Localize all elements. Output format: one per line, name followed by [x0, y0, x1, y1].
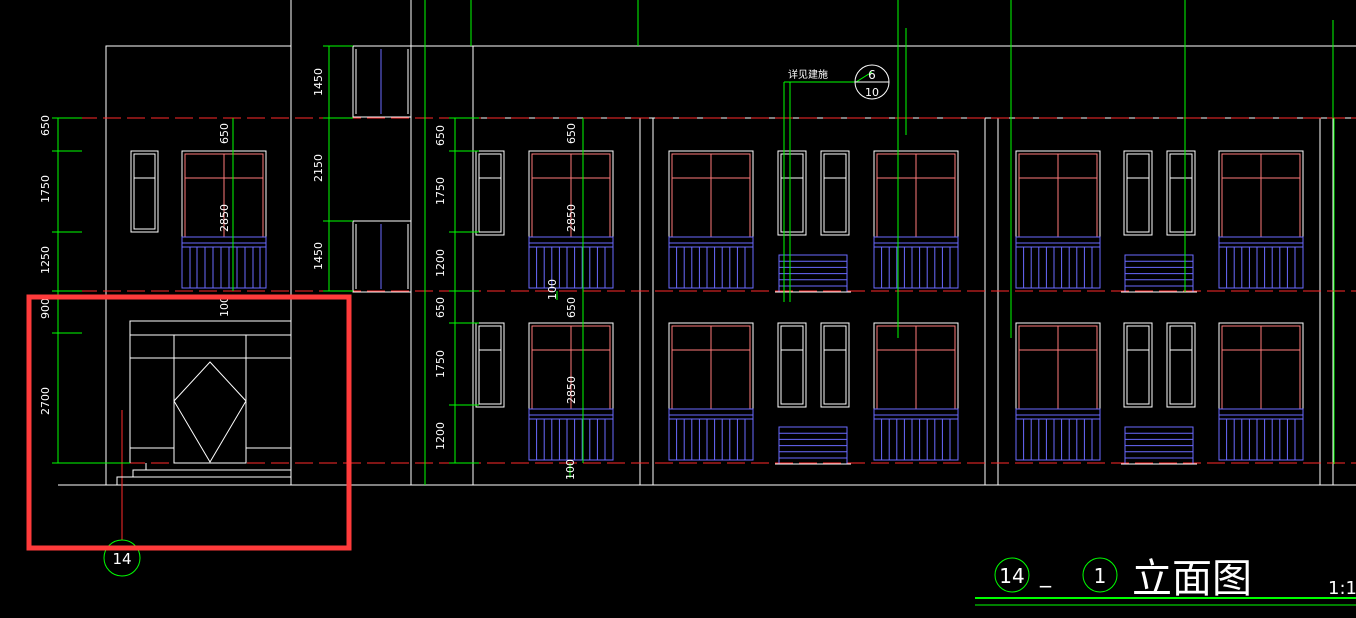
detail-ref-bottom: 10	[865, 86, 879, 99]
dim-mid-5: 1200	[434, 422, 447, 450]
title-axis-start: 14	[999, 564, 1024, 588]
window-e-0-railing	[1218, 236, 1304, 289]
dim-left-0: 650	[39, 115, 52, 136]
dim-mid-0: 650	[434, 125, 447, 146]
window-b-1-railing	[668, 408, 754, 461]
entrance-door	[116, 320, 292, 485]
detail-note: 详见建施	[788, 68, 828, 81]
dimension-texts: 650 1750 1250 900 2700 1450 2150 1450 65…	[39, 68, 578, 480]
window-d-1-railing	[1015, 408, 1101, 461]
floor-axis-lines	[55, 117, 1356, 464]
title-block: 14 _ 1 立面图 1:1	[975, 556, 1356, 606]
dim-open-mid-1: 2850	[565, 204, 578, 232]
dim-open-low-0: 650	[565, 297, 578, 318]
narrow-window-d-0-frame	[1123, 150, 1153, 236]
dim-open-up-0: 650	[218, 123, 231, 144]
narrow-window-a-1-frame	[475, 322, 505, 408]
window-e-1-railing-top	[1218, 414, 1304, 420]
window-e-0-railing-top	[1218, 242, 1304, 248]
dim-left-1: 1750	[39, 175, 52, 203]
narrow-window-e-0-sash	[1169, 153, 1193, 233]
dim-mid-3: 650	[434, 297, 447, 318]
dim-stair-2: 1450	[312, 242, 325, 270]
window-e-1-railing	[1218, 408, 1304, 461]
dim-left-3: 900	[39, 298, 52, 319]
narrow-window-b-0-sash	[780, 153, 804, 233]
narrow-window-b-1-sash	[780, 325, 804, 405]
dim-open-up-1: 2850	[218, 204, 231, 232]
detail-reference: 详见建施 6 10	[788, 64, 890, 100]
title-scale: 1:1	[1328, 578, 1356, 599]
dim-mid-2: 1200	[434, 249, 447, 277]
window-b-0-railing	[668, 236, 754, 289]
title-dash: _	[1039, 563, 1052, 588]
left-wing-windows	[130, 150, 267, 238]
title-axis-end: 1	[1094, 564, 1107, 588]
narrow-window-b-0-frame	[777, 150, 807, 236]
left-wing-balcony-railing	[181, 236, 267, 289]
dim-stair-0: 1450	[312, 68, 325, 96]
window-c-1-railing-top	[873, 414, 959, 420]
narrow-window-d-0-sash	[1126, 153, 1150, 233]
window-a-0-railing	[528, 236, 614, 289]
narrow-window-e-1-sash	[1169, 325, 1193, 405]
narrow-window-e-0-frame	[1166, 150, 1196, 236]
title-text: 立面图	[1132, 556, 1252, 602]
dim-left-2: 1250	[39, 246, 52, 274]
window-a-0-railing-top	[528, 242, 614, 248]
narrow-window-a-0-sash	[478, 153, 502, 233]
dim-sill-0: 100	[218, 296, 231, 317]
narrow-window-c-0-sash	[823, 153, 847, 233]
dim-open-low-1: 2850	[565, 376, 578, 404]
dim-stair-1: 2150	[312, 154, 325, 182]
narrow-window-c-1-frame	[820, 322, 850, 408]
narrow-window-a-1-sash	[478, 325, 502, 405]
window-d-0-railing-top	[1015, 242, 1101, 248]
axis-bubble-label: 14	[112, 550, 131, 568]
stair-tower-windows	[352, 45, 412, 293]
window-d-0-railing	[1015, 236, 1101, 289]
dim-sill-1: 100	[546, 279, 559, 300]
dim-open-mid-0: 650	[565, 123, 578, 144]
highlight-box	[26, 294, 352, 551]
window-d-1-railing-top	[1015, 414, 1101, 420]
narrow-window-b-1-frame	[777, 322, 807, 408]
dim-mid-4: 1750	[434, 350, 447, 378]
window-c-0-railing-top	[873, 242, 959, 248]
narrow-window-e-1-frame	[1166, 322, 1196, 408]
narrow-window-d-1-frame	[1123, 322, 1153, 408]
detail-ref-top: 6	[868, 68, 876, 82]
window-b-1-railing-top	[668, 414, 754, 420]
facade-windows	[475, 150, 1304, 465]
dimension-lines	[52, 0, 1335, 485]
window-a-1-railing	[528, 408, 614, 461]
window-b-0-railing-top	[668, 242, 754, 248]
narrow-window-d-1-sash	[1126, 325, 1150, 405]
narrow-window-c-1-sash	[823, 325, 847, 405]
narrow-window-a-0-frame	[475, 150, 505, 236]
window-c-1-railing	[873, 408, 959, 461]
dim-mid-1: 1750	[434, 177, 447, 205]
window-c-0-railing	[873, 236, 959, 289]
dim-sill-2: 100	[564, 459, 577, 480]
axis-bubble-14: 14	[103, 539, 141, 577]
window-a-1-railing-top	[528, 414, 614, 420]
narrow-window-c-0-frame	[820, 150, 850, 236]
dim-left-4: 2700	[39, 387, 52, 415]
